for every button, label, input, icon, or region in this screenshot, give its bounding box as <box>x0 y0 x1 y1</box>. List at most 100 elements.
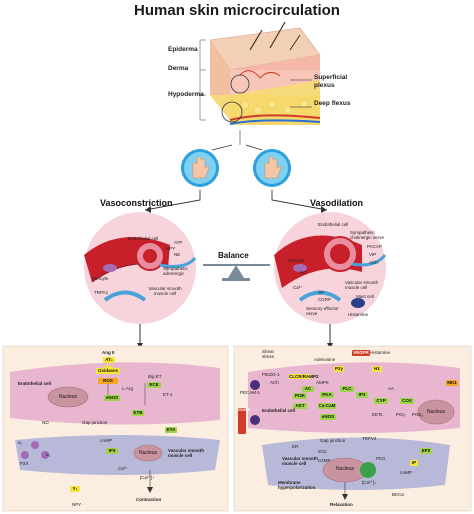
rp-pge2: PGE₂ <box>412 412 424 417</box>
rp-endothelial: Endothelial cell <box>262 408 296 413</box>
lp-alpha2: α₂ <box>46 452 51 457</box>
rp-relaxation: Relaxation <box>330 502 353 507</box>
lp-no: NO <box>42 420 49 425</box>
vasoconstriction-mechanism-panel <box>2 345 229 512</box>
vasodilation-heading: Vasodilation <box>310 198 364 208</box>
plexus-label-superficial: Superficial plexus <box>314 74 348 89</box>
rp-vegfr-side: VEGFR <box>238 408 250 434</box>
layer-label-hypoderma: Hypoderma <box>168 91 204 98</box>
vasoconstriction-heading: Vasoconstriction <box>100 198 173 208</box>
lp-eta: ETA <box>165 427 177 433</box>
rp-shear: Shear stress <box>262 349 275 359</box>
page-title: Human skin microcirculation <box>134 2 340 19</box>
lp-etb: ETB <box>132 410 144 416</box>
lp-et1: ET-1 <box>163 392 173 397</box>
lp-gap-junction: Gap junction <box>82 420 108 425</box>
vd-label-endothelial: Endothelial cell <box>318 222 349 227</box>
vc-label-atp: ATP <box>174 240 183 245</box>
rp-sgc: sGC <box>318 449 327 454</box>
lp-contraction: Contraction <box>136 497 162 502</box>
vc-label-ne: NE <box>174 252 181 257</box>
vd-label-vip: VIP <box>369 252 377 257</box>
rp-pecam: PECAM-1 <box>240 390 261 395</box>
rp-ip: IP <box>410 460 418 466</box>
rp-cox: COX <box>400 398 414 404</box>
rp-ac: AC <box>302 386 314 392</box>
lp-endothelial: Endothelial cell <box>18 381 52 386</box>
lp-y1: Y₁ <box>70 486 80 492</box>
hand-icon-right <box>253 149 291 187</box>
lp-ca: Ca²⁺ <box>118 466 128 471</box>
balance-label: Balance <box>218 251 249 260</box>
rp-cgmp: cGMP <box>318 458 331 463</box>
vd-label-cgrp: CGRP <box>318 297 332 302</box>
vd-label-pericyte: Pericyte <box>288 258 305 263</box>
vd-label-sensory: Sensory effector nerve <box>306 306 339 316</box>
lp-oxidases: Oxidases <box>96 368 120 374</box>
rp-pi3k: PI3K <box>293 393 307 399</box>
rp-vegfr-top: VEGFR <box>352 350 370 356</box>
rp-nucleus-vsm: Nucleus <box>335 466 355 472</box>
rp-pgi2: PGI₂ <box>396 412 406 417</box>
rp-eets: EETs <box>372 412 383 417</box>
lp-vsmc: Vascular smooth muscle cell <box>168 448 205 458</box>
vd-label-ca: Ca²⁺ <box>293 285 303 290</box>
vd-label-vsmc: Vascular smooth muscle cell <box>345 280 379 290</box>
rp-ip3: IP3 <box>356 392 368 398</box>
rp-vsmc: Vascular smooth muscle cell <box>282 456 319 466</box>
hand-icon-left <box>181 149 219 187</box>
lp-npy: NPY <box>72 502 82 507</box>
rp-clcr: CLCR/RAMP2 <box>289 374 319 379</box>
rp-gap-junction: Gap junction <box>320 438 346 443</box>
lp-nucleus-vsm: Nucleus <box>138 450 158 456</box>
lp-camp: cAMP <box>100 438 113 443</box>
rp-trpv4: TRPV4 <box>362 436 377 441</box>
rp-pkg: PKG <box>376 456 386 461</box>
vd-label-sp: SP <box>318 290 325 295</box>
vd-label-pacap: PACAP <box>367 244 382 249</box>
lp-enos: eNOS <box>104 395 120 401</box>
rp-piezo: PIEZO-1 <box>262 372 280 377</box>
vd-label-ach: ACh <box>369 260 378 265</box>
lp-ece: ECE <box>147 382 161 388</box>
rp-ach: ACh <box>270 380 279 385</box>
skin-section <box>199 21 321 145</box>
lp-ca-rise: [Ca²⁺]↑ <box>140 475 155 480</box>
vasodilation-illustration <box>274 212 387 324</box>
lp-ip3: IP3 <box>106 448 118 454</box>
layer-label-epiderma: Epiderma <box>168 46 198 53</box>
rp-akt: AKT <box>293 403 307 409</box>
lp-nucleus-endo: Nucleus <box>58 394 78 400</box>
vc-label-sympathetic: Sympathetic adrenergic <box>163 266 188 276</box>
rp-p2y: P2y <box>334 366 344 372</box>
rp-er: ER <box>292 444 299 449</box>
rp-plc: PLC <box>340 386 354 392</box>
rp-ca-fall: [Ca²⁺]↓ <box>362 480 377 485</box>
rp-nucleus-endo: Nucleus <box>426 409 446 415</box>
rp-ampk: AMPK <box>316 380 329 385</box>
plexus-label-deep: Deep flexus <box>314 100 351 107</box>
lp-ang2: Ang II <box>102 350 115 355</box>
lp-ros: ROS <box>98 378 118 384</box>
rp-adenosine: Adenosine <box>314 357 336 362</box>
vc-label-trpa1: TRPA1 <box>94 290 109 295</box>
rp-mk1: MK1 <box>446 380 458 386</box>
rp-enos: eNOS <box>320 414 336 420</box>
rp-histamine: Histamine <box>370 350 391 355</box>
vd-label-histamine: Histamine <box>348 312 369 317</box>
lp-alpha1: α₁ <box>18 440 23 445</box>
rp-cacam: Ca-CaM <box>318 403 336 409</box>
vd-label-mast-cell: Mast cell <box>356 294 374 299</box>
vc-label-npy: NPY <box>166 246 176 251</box>
vc-label-vsmc: Vascular smooth muscle cell <box>148 286 182 296</box>
lp-bigET: Big ET <box>148 374 162 379</box>
lp-larg: L-Arg <box>122 386 134 391</box>
vasodilation-mechanism-panel <box>233 345 472 512</box>
rp-hyperpolarization: Membrane hyperpolarization <box>278 480 316 490</box>
vasoconstriction-illustration <box>84 212 197 324</box>
rp-h1: H1 <box>372 366 382 372</box>
layer-label-derma: Derma <box>168 65 189 72</box>
vc-label-endothelial: Endothelial cell <box>128 236 159 241</box>
lp-p2x: P2X <box>20 461 29 466</box>
